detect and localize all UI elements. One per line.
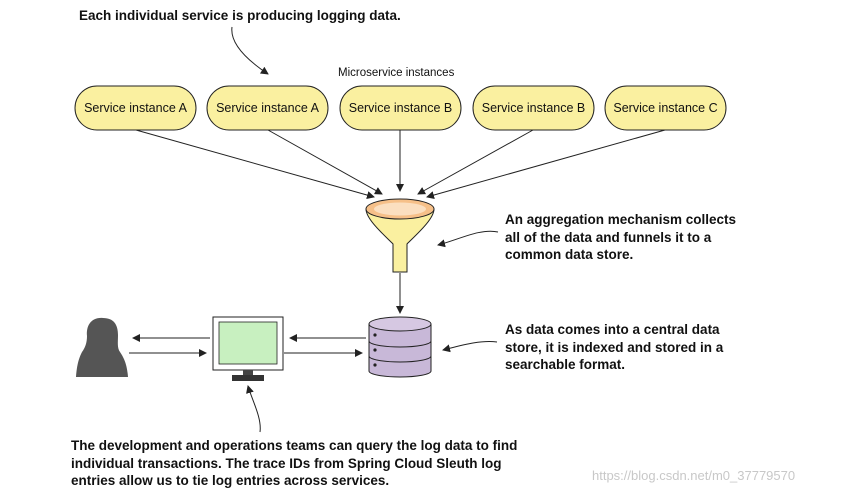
monitor-icon [212,316,284,381]
service-instance-b1: Service instance B [339,85,462,131]
service-instance-a2: Service instance A [206,85,329,131]
service-instance-a1: Service instance A [74,85,197,131]
service-label: Service instance C [613,101,717,115]
service-label: Service instance A [216,101,319,115]
store-line: store, it is indexed and stored in a [505,339,724,355]
aggregation-line: An aggregation mechanism collects [505,212,737,227]
annotation-pointers [231,26,499,433]
aggregation-line: all of the data and funnels it to a [505,229,712,245]
top-annotation: Each individual service is producing log… [79,8,401,23]
bottom-line: The development and operations teams can… [71,438,518,453]
service-to-funnel-arrows [135,129,666,199]
microservice-instances-label: Microservice instances [338,67,455,79]
bottom-line: individual transactions. The trace IDs f… [71,455,502,471]
watermark-text: https://blog.csdn.net/m0_37779570 [592,468,796,483]
service-label: Service instance B [349,101,453,115]
aggregation-annotation: An aggregation mechanism collects all of… [505,211,736,264]
store-annotation: As data comes into a central data store,… [505,321,723,374]
service-label: Service instance A [84,101,187,115]
monitor-person-arrows [129,334,210,357]
database-icon [368,316,432,378]
aggregation-line: common data store. [505,247,634,262]
bottom-annotation: The development and operations teams can… [71,437,517,490]
database-monitor-arrows [284,334,366,357]
person-silhouette-icon [76,317,128,377]
bottom-line: entries allow us to tie log entries acro… [71,473,390,488]
store-line: As data comes into a central data [505,322,720,337]
funnel-icon [365,198,435,273]
service-instance-b2: Service instance B [472,85,595,131]
store-line: searchable format. [505,357,626,372]
service-label: Service instance B [482,101,586,115]
service-instance-c: Service instance C [604,85,727,131]
